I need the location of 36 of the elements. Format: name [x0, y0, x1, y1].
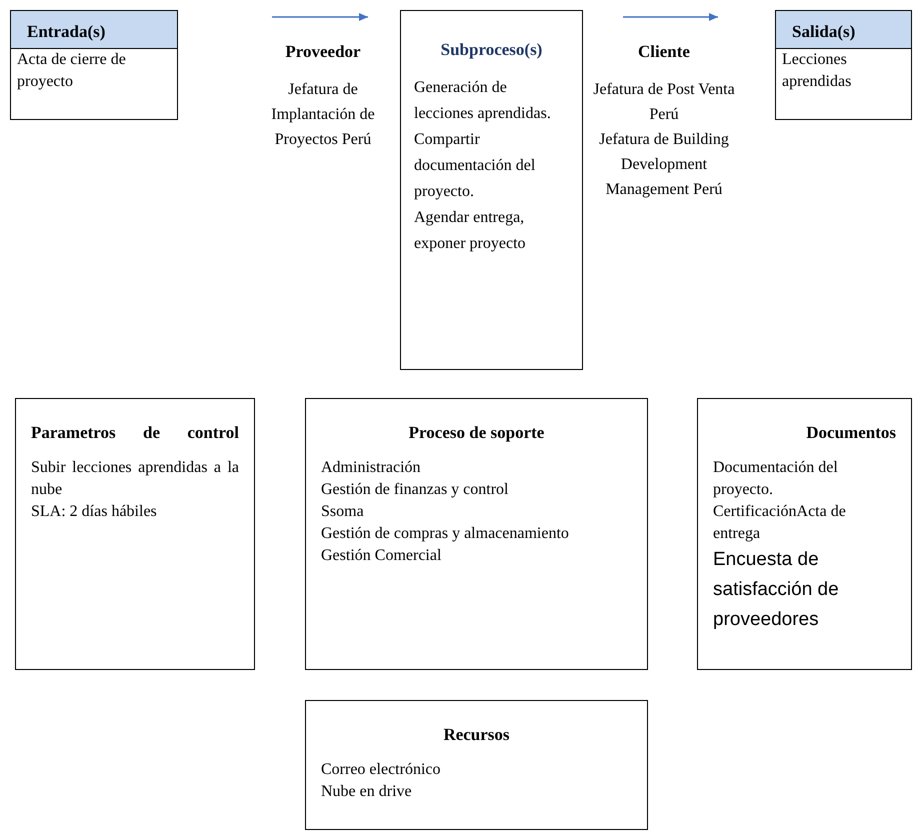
box-text: Documentación del proyecto.	[713, 458, 839, 500]
box-heading: Proceso de soporte	[408, 422, 546, 444]
info-box	[15, 398, 255, 670]
info-box	[305, 398, 648, 670]
box-heading: Parametros de control	[31, 422, 239, 444]
box-text: Lecciones aprendidas	[781, 50, 852, 92]
box-text: Subir lecciones aprendidas a la nube	[31, 458, 239, 500]
box-heading: Subproceso(s)	[440, 39, 544, 61]
box-text: Gestión Comercial	[321, 546, 442, 566]
box-text: Compartir documentación del proyecto.	[414, 130, 536, 202]
io-box	[10, 10, 178, 120]
column-heading: Proveedor	[284, 41, 362, 63]
box-text: Gestión de finanzas y control	[321, 480, 510, 500]
box-heading: Salida(s)	[792, 20, 856, 42]
box-text: Generación de lecciones aprendidas.	[414, 78, 552, 124]
box-text: Correo electrónico	[321, 760, 442, 780]
column-text: Jefatura de Implantación de Proyectos Perú	[270, 80, 376, 150]
box-text: Agendar entrega, exponer proyecto	[414, 208, 527, 254]
box-text: Acta de cierre de proyecto	[16, 50, 127, 92]
box-text: Administración	[321, 458, 422, 478]
column-heading: Cliente	[637, 41, 691, 63]
box-text: Ssoma	[321, 502, 365, 522]
info-box	[697, 398, 912, 670]
process-box	[400, 10, 583, 370]
io-box	[775, 10, 912, 120]
column-text: Jefatura de Post Venta Perú	[592, 80, 736, 124]
info-box	[305, 700, 648, 830]
box-text: CertificaciónActa de entrega	[713, 502, 847, 544]
box-heading: Entrada(s)	[27, 20, 106, 42]
box-text: SLA: 2 días hábiles	[31, 502, 158, 522]
box-text: Nube en drive	[321, 782, 413, 802]
box-text: Gestión de compras y almacenamiento	[321, 524, 570, 544]
box-heading: Documentos	[805, 422, 896, 444]
box-text: Encuesta de satisfacción de proveedores	[713, 548, 840, 632]
box-heading: Recursos	[442, 724, 511, 746]
column-text: Jefatura de Building Development Management Perú	[598, 130, 730, 200]
